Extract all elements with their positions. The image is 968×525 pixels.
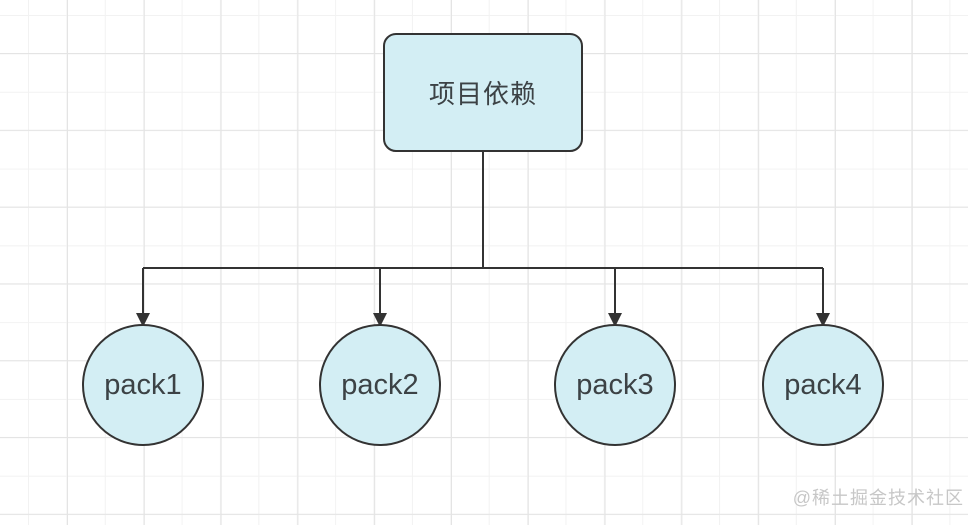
node-project-dependencies-label: 项目依赖 xyxy=(428,79,537,109)
node-pack3: pack3 xyxy=(554,324,676,446)
node-pack3-label: pack3 xyxy=(576,368,654,401)
node-pack4-label: pack4 xyxy=(784,368,862,401)
node-pack2: pack2 xyxy=(319,324,441,446)
node-project-dependencies: 项目依赖 xyxy=(383,33,583,152)
node-pack2-label: pack2 xyxy=(341,368,419,401)
node-pack4: pack4 xyxy=(762,324,884,446)
node-pack1-label: pack1 xyxy=(104,368,182,401)
watermark-text: @稀土掘金技术社区 xyxy=(792,488,964,508)
node-pack1: pack1 xyxy=(82,324,204,446)
